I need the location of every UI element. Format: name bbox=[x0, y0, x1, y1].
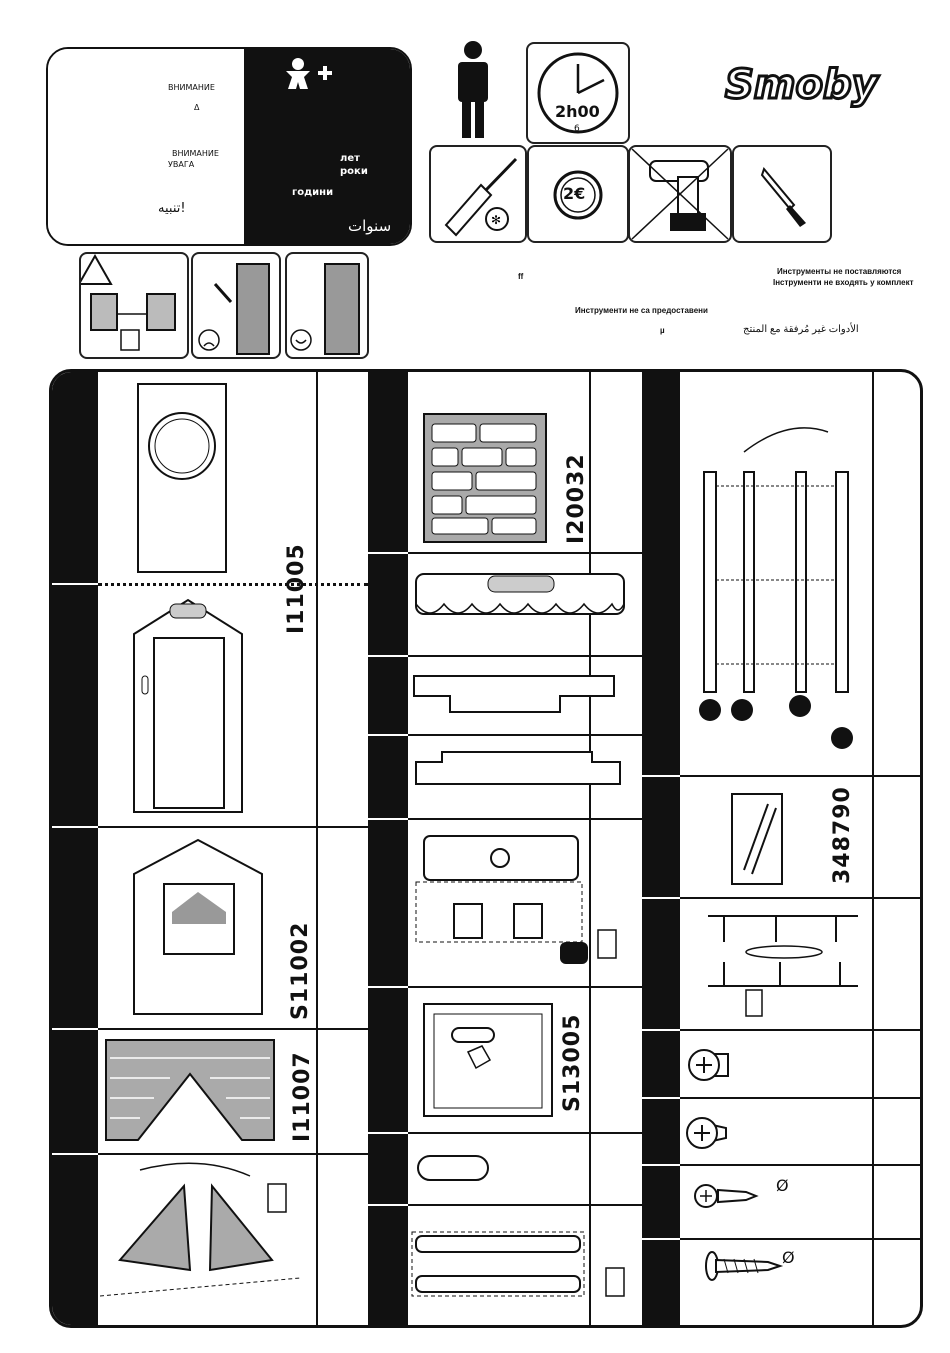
coin-label: 2€ bbox=[563, 184, 585, 203]
power-drill-crossed-icon bbox=[630, 147, 730, 241]
adult-person-icon bbox=[452, 40, 494, 140]
tools-note-bg: Инструменти не са предоставени bbox=[575, 306, 708, 315]
age-text-2: роки bbox=[340, 166, 368, 177]
time-sub: 6 bbox=[574, 124, 580, 134]
step-shelf-fit-illustration bbox=[410, 1214, 638, 1318]
no-knife-tile bbox=[732, 145, 832, 243]
part-gable-brick bbox=[100, 1034, 280, 1146]
part-small-door bbox=[728, 790, 786, 888]
coin-tile: 2€ bbox=[527, 145, 629, 243]
time-label: 2h00 bbox=[555, 102, 600, 121]
part-code-348790: 348790 bbox=[830, 786, 855, 884]
warning-text-2: Δ bbox=[194, 103, 199, 112]
right-way-tile bbox=[285, 252, 369, 359]
part-counter-board bbox=[412, 748, 624, 796]
tools-note-ff: ff bbox=[518, 272, 523, 281]
warning-text-1: ВНИМАНИЕ bbox=[168, 83, 215, 92]
tools-note-mu: µ bbox=[660, 326, 665, 335]
age-text-arabic: سنوات bbox=[348, 217, 391, 235]
warning-text-arabic: تنبيه! bbox=[158, 201, 186, 216]
tools-note-ar: الأدوات غير مُرفقة مع المنتج bbox=[743, 324, 859, 335]
warning-text-4: УВАГА bbox=[168, 160, 194, 169]
screw-long-wood-icon bbox=[698, 1246, 784, 1286]
no-drill-tile bbox=[628, 145, 732, 243]
knife-icon bbox=[734, 147, 830, 241]
part-code-I11005: I11005 bbox=[284, 543, 309, 634]
part-brick-wall-panel bbox=[418, 408, 552, 546]
part-awning-sign bbox=[412, 568, 628, 632]
cut-parts-illustration bbox=[81, 254, 187, 357]
wrong-way-illustration bbox=[193, 254, 279, 357]
parts-list-frame: I11005 S11002 I11007 I20032 bbox=[49, 369, 923, 1328]
step-counter-assembly-illustration bbox=[410, 830, 638, 980]
wrong-way-tile bbox=[191, 252, 281, 359]
screw-threaded-short-icon bbox=[684, 1110, 730, 1156]
child-plus-icon bbox=[284, 57, 336, 91]
screw-diameter-symbol-1: Ø bbox=[776, 1176, 789, 1195]
tools-note-uk: Інструменти не входять у комплект bbox=[773, 278, 914, 287]
part-code-S13005: S13005 bbox=[560, 1014, 585, 1112]
index-column-3 bbox=[642, 372, 680, 1325]
part-door-panel-with-slot bbox=[418, 998, 558, 1122]
step-posts-assembly-illustration bbox=[688, 422, 866, 768]
svg-text:✻: ✻ bbox=[491, 213, 501, 227]
part-small-clip bbox=[414, 1152, 494, 1186]
screw-diameter-symbol-2: Ø bbox=[782, 1248, 795, 1267]
index-column-2 bbox=[368, 372, 408, 1325]
part-code-S11002: S11002 bbox=[288, 922, 313, 1020]
part-code-I20032: I20032 bbox=[564, 453, 589, 544]
cut-warning-tile bbox=[79, 252, 189, 359]
warning-box: ВНИМАНИЕ Δ ВНИМАНИЕ УВАГА تنبيه! лет рок… bbox=[46, 47, 412, 246]
step-hinge-pins-illustration bbox=[688, 906, 868, 1024]
right-way-illustration bbox=[287, 254, 367, 357]
time-tile: 2h00 6 bbox=[526, 42, 630, 144]
tools-note-ru: Инструменты не поставляются bbox=[777, 267, 901, 276]
screwdriver-tile: ✻ bbox=[429, 145, 527, 243]
screw-round-head-icon bbox=[686, 1042, 732, 1088]
age-text-3: години bbox=[292, 187, 333, 198]
screwdriver-icon: ✻ bbox=[431, 147, 525, 241]
step-cut-gable-illustration bbox=[100, 1160, 310, 1320]
part-code-I11007: I11007 bbox=[290, 1051, 315, 1142]
part-wall-window bbox=[132, 378, 232, 578]
warning-left-panel: ВНИМАНИЕ Δ ВНИМАНИЕ УВАГА تنبيه! bbox=[48, 49, 244, 244]
screw-pan-head-icon bbox=[692, 1176, 762, 1216]
index-column-1 bbox=[52, 372, 98, 1325]
warning-text-3: ВНИМАНИЕ bbox=[172, 149, 219, 158]
brand-logo: Smoby bbox=[725, 62, 878, 108]
dotted-connector bbox=[98, 583, 368, 586]
part-shelf-board bbox=[410, 672, 620, 716]
warning-right-panel: лет роки години سنوات bbox=[244, 49, 410, 244]
age-text-1: лет bbox=[340, 153, 360, 164]
part-wall-panel-with-window bbox=[128, 834, 268, 1020]
part-door-frame bbox=[128, 594, 248, 818]
